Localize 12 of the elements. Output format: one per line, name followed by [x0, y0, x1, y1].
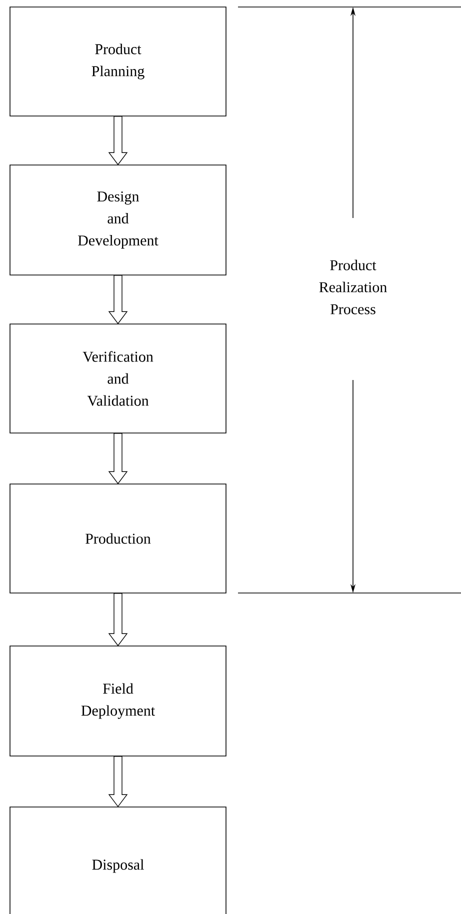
dimension-label: Product Realization Process [319, 260, 387, 314]
block-arrow [108, 116, 128, 166]
process-box: Verification and Validation [10, 324, 226, 434]
process-box: Field Deployment [10, 646, 226, 756]
block-arrow [108, 433, 128, 484]
block-arrow [108, 275, 128, 324]
process-box: Design and Development [10, 164, 226, 276]
block-arrow [108, 593, 128, 646]
process-box: Production [10, 484, 226, 594]
process-box: Product Planning [10, 6, 226, 116]
block-arrow [108, 756, 128, 808]
process-box: Disposal [10, 806, 226, 914]
